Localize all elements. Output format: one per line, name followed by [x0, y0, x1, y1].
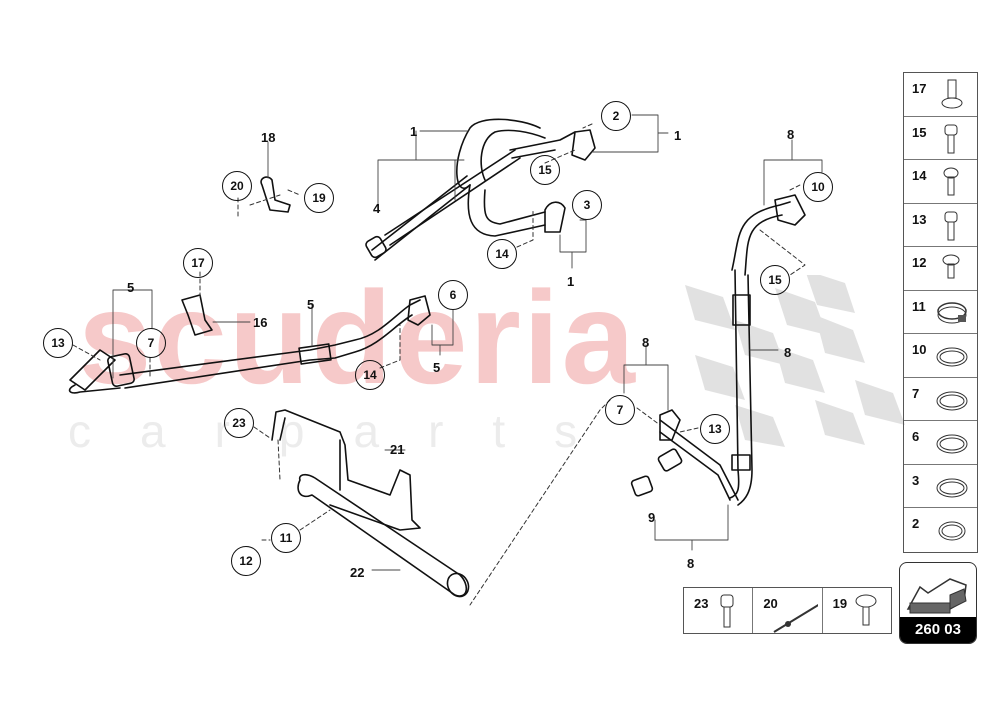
part-number: 12 [912, 255, 927, 270]
hardware-cell[interactable]: 19 [823, 588, 891, 633]
part-label-16: 16 [253, 315, 268, 330]
hex-socket-bolt-icon [944, 211, 958, 240]
part-label-5: 5 [433, 360, 441, 375]
parts-row[interactable]: 17 [904, 73, 977, 117]
parts-row[interactable]: 14 [904, 160, 977, 204]
callout-15[interactable]: 15 [760, 265, 790, 295]
hex-socket-bolt-icon [720, 594, 734, 628]
part-number: 15 [912, 124, 927, 140]
pan-head-bolt-icon [943, 167, 959, 196]
callout-2[interactable]: 2 [601, 101, 631, 131]
parts-row[interactable]: 7 [904, 378, 977, 421]
callout-6[interactable]: 6 [438, 280, 468, 310]
hose-clamp-icon [937, 301, 967, 323]
pan-head-bolt-icon [942, 254, 960, 279]
part-label-8: 8 [687, 556, 695, 571]
hardware-cell[interactable]: 23 [684, 588, 754, 633]
pan-head-bolt-icon [855, 594, 877, 626]
part-number: 14 [912, 168, 927, 183]
callout-13[interactable]: 13 [700, 414, 730, 444]
part-label-8: 8 [784, 345, 792, 360]
parts-row[interactable]: 6 [904, 421, 977, 465]
part-label-8: 8 [642, 335, 650, 350]
part-number: 23 [694, 596, 709, 611]
callout-10[interactable]: 10 [803, 172, 833, 202]
o-ring-icon [936, 478, 968, 497]
part-number: 7 [912, 385, 920, 401]
part-label-5: 5 [127, 280, 135, 295]
parts-row[interactable]: 3 [904, 465, 977, 508]
parts-row[interactable]: 10 [904, 334, 977, 378]
part-label-5: 5 [307, 297, 315, 312]
callout-13[interactable]: 13 [43, 328, 73, 358]
part-number: 13 [912, 211, 927, 227]
callout-11[interactable]: 11 [271, 523, 301, 553]
o-ring-icon [936, 434, 968, 454]
parts-row[interactable]: 11 [904, 291, 977, 334]
callout-7[interactable]: 7 [605, 395, 635, 425]
callout-3[interactable]: 3 [572, 190, 602, 220]
callout-19[interactable]: 19 [304, 183, 334, 213]
callout-7[interactable]: 7 [136, 328, 166, 358]
section-nav-button[interactable]: 260 03 [899, 562, 977, 644]
part-number: 11 [912, 298, 926, 314]
part-label-1: 1 [567, 274, 575, 289]
parts-row[interactable]: 13 [904, 204, 977, 247]
checkered-flag-watermark [685, 275, 905, 447]
callout-23[interactable]: 23 [224, 408, 254, 438]
callout-12[interactable]: 12 [231, 546, 261, 576]
parts-row[interactable]: 2 [904, 508, 977, 552]
part-number: 20 [763, 596, 778, 611]
arrow-back-icon [906, 578, 967, 614]
o-ring-icon [938, 521, 966, 541]
part-label-21: 21 [390, 442, 405, 457]
part-number: 10 [912, 342, 927, 357]
hardware-cell[interactable]: 20 [753, 588, 823, 633]
part-label-1: 1 [674, 128, 682, 143]
part-number: 2 [912, 516, 920, 531]
part-number: 3 [912, 472, 920, 488]
part-label-4: 4 [373, 201, 381, 216]
parts-row[interactable]: 15 [904, 117, 977, 160]
part-number: 19 [832, 596, 848, 611]
callout-14[interactable]: 14 [355, 360, 385, 390]
callout-20[interactable]: 20 [222, 171, 252, 201]
parts-row[interactable]: 12 [904, 247, 977, 291]
callout-17[interactable]: 17 [183, 248, 213, 278]
part-number: 6 [912, 429, 920, 444]
o-ring-icon [936, 391, 968, 410]
part-label-18: 18 [261, 130, 276, 145]
part-label-1: 1 [410, 124, 418, 139]
parts-legend-table: 17 15 14 13 12 11 10 7 6 3 2 [903, 72, 978, 553]
o-ring-icon [936, 347, 968, 367]
hardware-legend-table: 23 20 19 [683, 587, 892, 634]
part-label-9: 9 [648, 510, 656, 525]
cable-tie-icon [773, 604, 819, 633]
hex-socket-bolt-icon [944, 124, 958, 153]
watermark-carparts: carparts [68, 405, 627, 457]
part-label-8: 8 [787, 127, 795, 142]
callout-15[interactable]: 15 [530, 155, 560, 185]
bolt-flanged-icon [941, 79, 963, 109]
section-code: 260 03 [900, 617, 976, 643]
part-number: 17 [912, 81, 927, 96]
callout-14[interactable]: 14 [487, 239, 517, 269]
part-label-22: 22 [350, 565, 365, 580]
